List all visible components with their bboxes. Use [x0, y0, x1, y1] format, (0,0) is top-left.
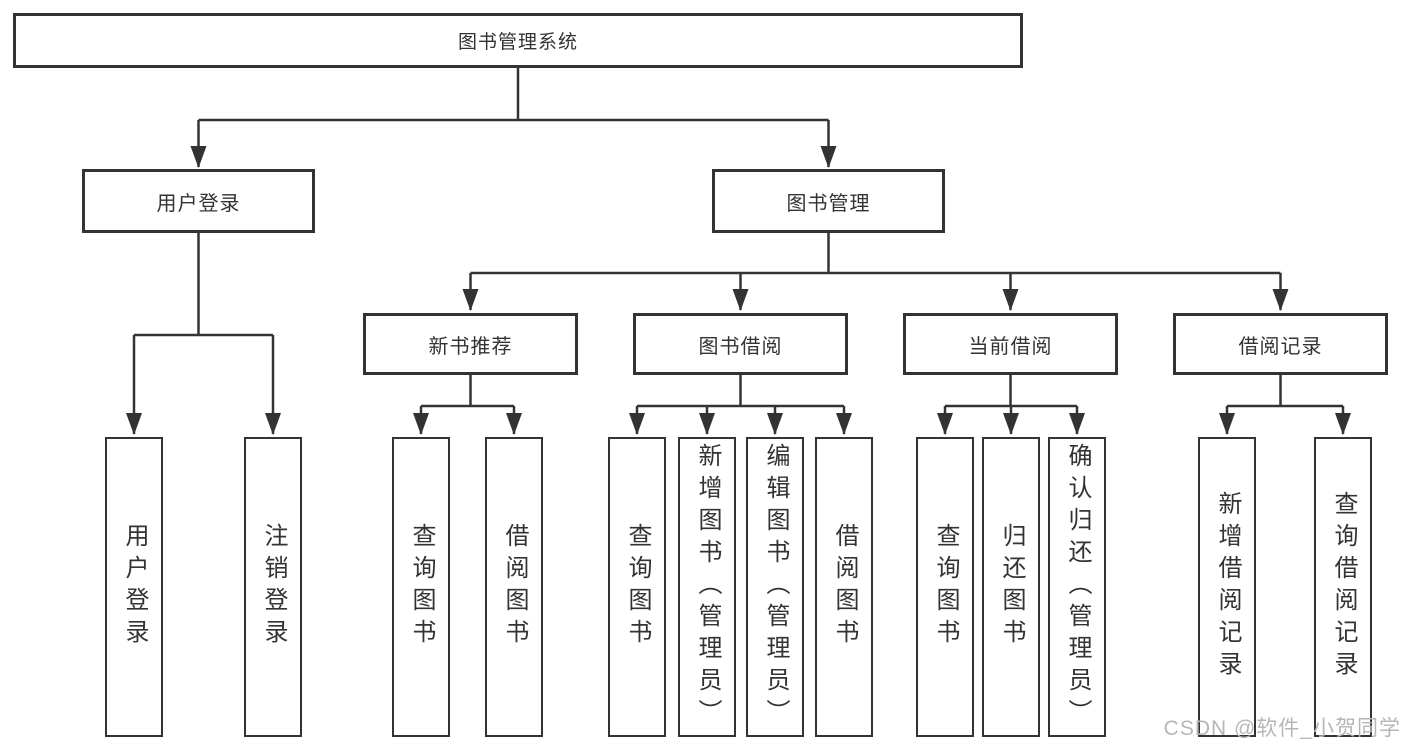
node-current-borrow: 当前借阅	[903, 313, 1118, 375]
leaf-return-books: 归还图书	[982, 437, 1040, 737]
leaf-borrow-books-1: 借阅图书	[485, 437, 543, 737]
node-book-management: 图书管理	[712, 169, 945, 233]
node-book-borrow: 图书借阅	[633, 313, 848, 375]
node-borrow-records: 借阅记录	[1173, 313, 1388, 375]
node-user-login: 用户登录	[82, 169, 315, 233]
leaf-add-books-admin: 新增图书（管理员）	[678, 437, 736, 737]
leaf-query-borrow-record: 查询借阅记录	[1314, 437, 1372, 737]
csdn-watermark: CSDN @软件_小贺同学	[1163, 717, 1401, 740]
node-new-book-recommend: 新书推荐	[363, 313, 578, 375]
leaf-edit-books-admin: 编辑图书（管理员）	[746, 437, 804, 737]
leaf-confirm-return-admin: 确认归还（管理员）	[1048, 437, 1106, 737]
node-root-library-system: 图书管理系统	[13, 13, 1023, 68]
leaf-query-books-1: 查询图书	[392, 437, 450, 737]
leaf-query-books-2: 查询图书	[608, 437, 666, 737]
leaf-add-borrow-record: 新增借阅记录	[1198, 437, 1256, 737]
leaf-borrow-books-2: 借阅图书	[815, 437, 873, 737]
leaf-user-login: 用户登录	[105, 437, 163, 737]
leaf-query-books-3: 查询图书	[916, 437, 974, 737]
leaf-logout: 注销登录	[244, 437, 302, 737]
